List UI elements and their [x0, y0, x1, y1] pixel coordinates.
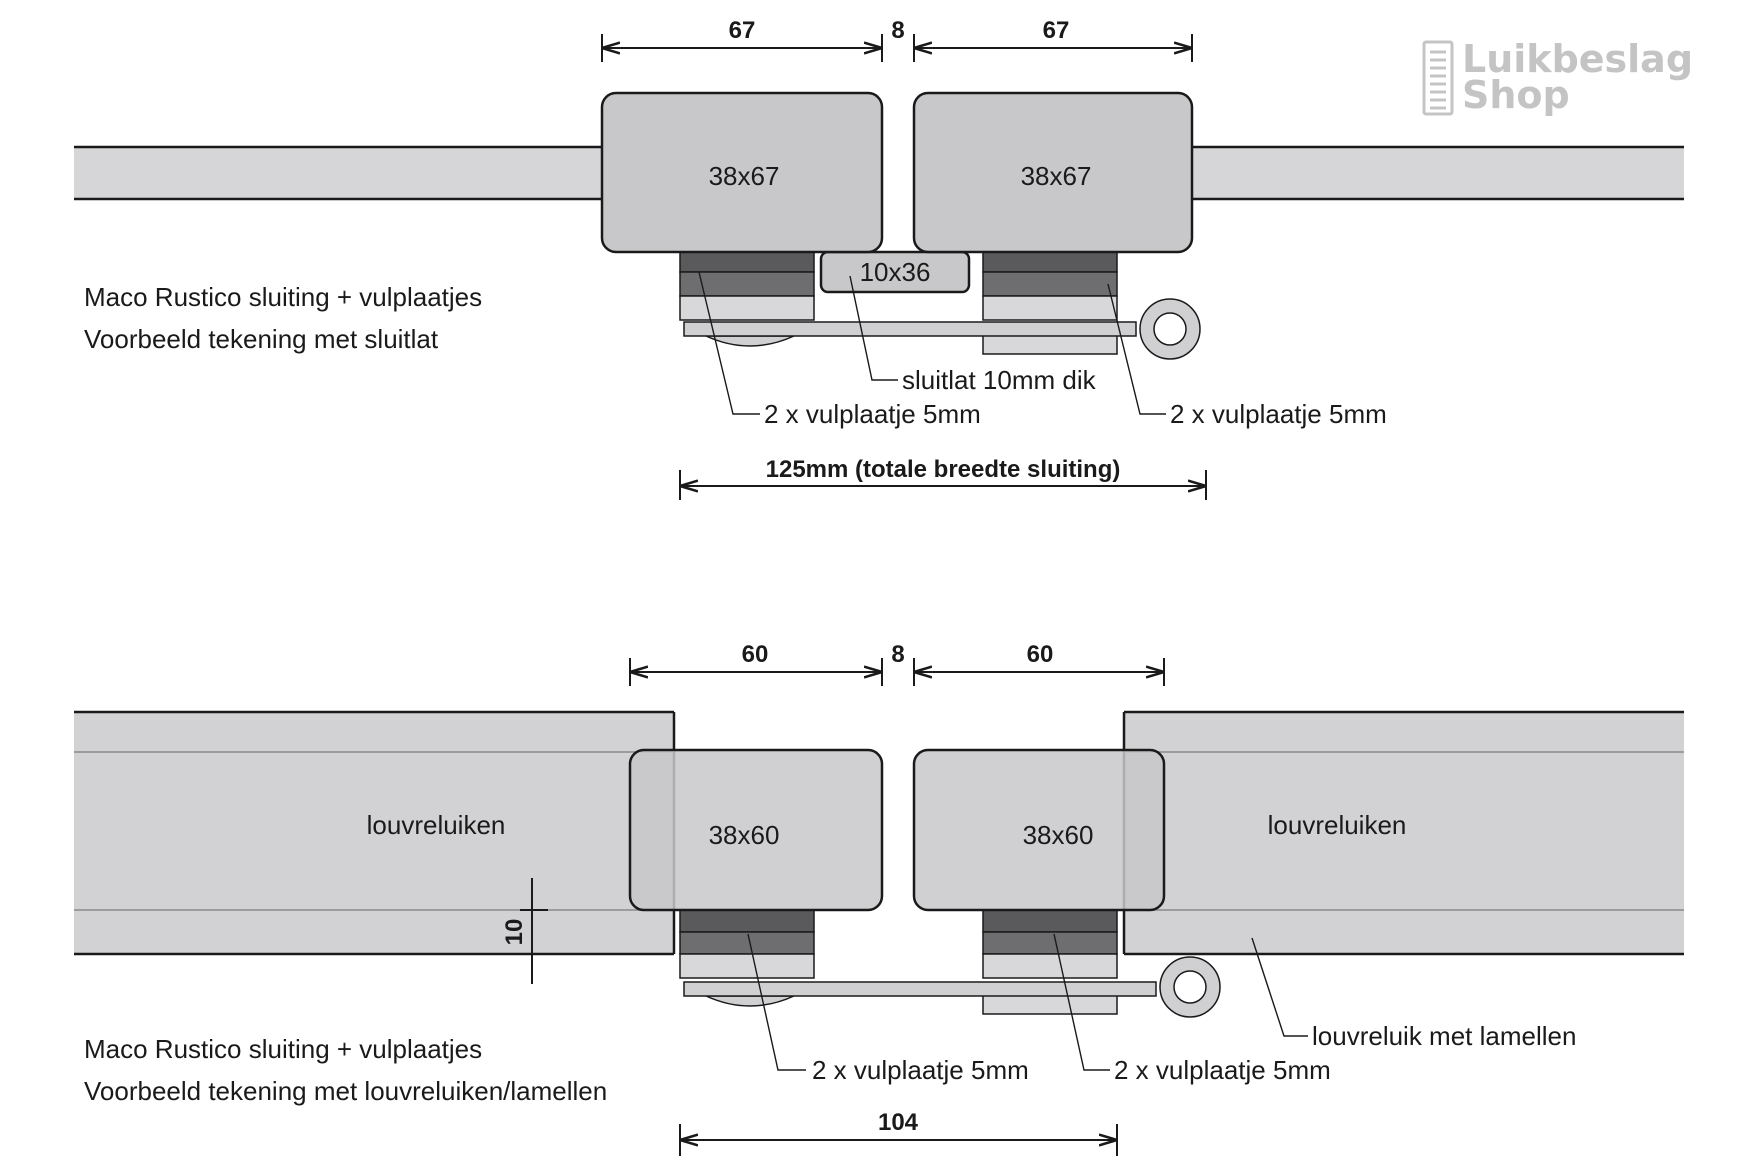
callout-bottom-vul-left: 2 x vulplaatje 5mm: [812, 1055, 1029, 1085]
logo-text-line2: Shop: [1462, 73, 1570, 117]
bottom-total-width-label: 104: [878, 1109, 919, 1136]
callout-bottom-vul-right: 2 x vulplaatje 5mm: [1114, 1055, 1331, 1085]
filler-plates-left: [679, 251, 815, 321]
dim-top-gap: 8: [891, 17, 904, 44]
top-dimension-lines: [601, 34, 1193, 62]
bottom-post-left-size-label: 38x60: [709, 820, 780, 850]
top-caption-line2: Voorbeeld tekening met sluitlat: [84, 324, 439, 354]
bottom-caption-line2: Voorbeeld tekening met louvreluiken/lame…: [84, 1076, 607, 1106]
sluitlat-strip: [819, 250, 971, 294]
filler-plates-right: [982, 251, 1118, 355]
dim-bottom-gap: 8: [891, 641, 904, 668]
top-drawing: 10x36 38x67 38x67 67 8 67 sluitlat 10mm …: [74, 17, 1684, 500]
dim-top-left: 67: [729, 17, 756, 44]
top-caption-line1: Maco Rustico sluiting + vulplaatjes: [84, 282, 482, 312]
luikbeslag-shop-logo: Luikbeslag Shop: [1422, 37, 1693, 117]
dim-bottom-left: 60: [742, 641, 769, 668]
bottom-post-left: [628, 748, 884, 912]
top-callout-leaders: [698, 271, 1166, 415]
logo-text-line1: Luikbeslag: [1462, 37, 1693, 81]
bottom-filler-plates-right: [982, 909, 1118, 1015]
rail-left: [74, 147, 602, 199]
dim-top-right: 67: [1043, 17, 1070, 44]
callout-sluitlat: sluitlat 10mm dik: [902, 365, 1097, 395]
latch-bar: [683, 298, 1201, 360]
post-left-size-label: 38x67: [709, 161, 780, 191]
bottom-filler-plates-left: [679, 909, 815, 979]
sluitlat-size-label: 10x36: [860, 257, 931, 287]
bottom-post-right: [912, 748, 1166, 912]
louvre-left-label: louvreluiken: [367, 810, 506, 840]
callout-top-vul-right: 2 x vulplaatje 5mm: [1170, 399, 1387, 429]
top-total-width-label: 125mm (totale breedte sluiting): [766, 456, 1121, 483]
post-right-size-label: 38x67: [1021, 161, 1092, 191]
bottom-dimension-lines: [629, 658, 1165, 686]
louvre-right-label: louvreluiken: [1268, 810, 1407, 840]
bottom-drawing: louvreluiken louvreluiken 38x60 38x60: [74, 641, 1684, 1156]
callout-louvre: louvreluik met lamellen: [1312, 1021, 1576, 1051]
callout-top-vul-left: 2 x vulplaatje 5mm: [764, 399, 981, 429]
dim-bottom-right: 60: [1027, 641, 1054, 668]
dim-10-label: 10: [501, 919, 528, 946]
bottom-post-right-size-label: 38x60: [1023, 820, 1094, 850]
top-total-width-dimension: [679, 470, 1207, 500]
post-left: [600, 91, 884, 254]
shutter-icon: [1422, 40, 1454, 116]
dim-10-vertical: [520, 878, 548, 984]
bottom-total-width-dimension: [679, 1124, 1118, 1156]
bottom-callout-leaders: [747, 933, 1308, 1071]
post-right: [912, 91, 1194, 254]
bottom-caption-line1: Maco Rustico sluiting + vulplaatjes: [84, 1034, 482, 1064]
bottom-latch-bar: [683, 956, 1221, 1018]
rail-right: [1192, 147, 1684, 199]
